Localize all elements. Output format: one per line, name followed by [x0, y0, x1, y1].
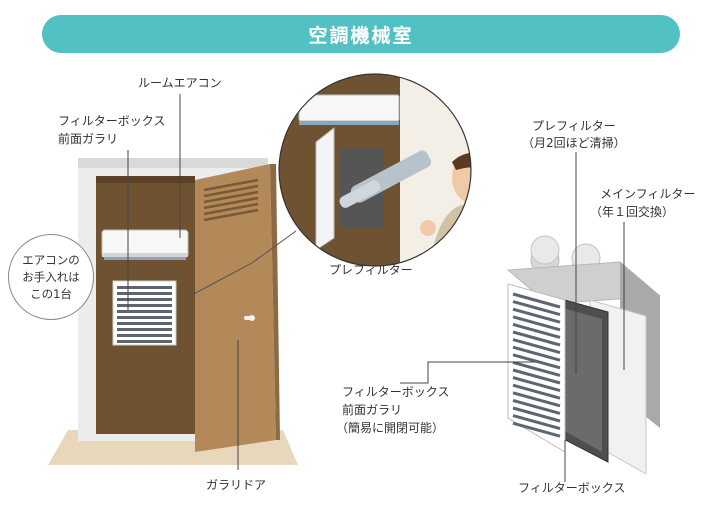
front-grille-slat	[512, 322, 561, 339]
leader-lines	[127, 94, 625, 482]
machine-room	[48, 158, 298, 465]
label-main-filter-2: （年１回交換）	[590, 205, 675, 219]
callout-bubble: エアコンの お手入れは この1台	[8, 234, 94, 320]
door-louver-slat	[203, 202, 259, 216]
room-aircon-unit	[101, 229, 189, 260]
grille-slat	[117, 334, 172, 337]
front-grille-slat	[512, 414, 561, 431]
grille-slat	[117, 304, 172, 307]
label-main-filter-1: メインフィルター	[600, 187, 696, 201]
zoom-circle-outline	[278, 73, 472, 267]
front-grille-slat	[512, 360, 561, 377]
label-filterbox-grille-1: フィルターボックス	[342, 385, 450, 399]
grille-slat	[117, 286, 172, 289]
front-grille-slat	[512, 406, 561, 423]
front-grille-slat	[512, 345, 561, 362]
label-filter-box: フィルターボックス	[518, 481, 626, 495]
door-louver-slat	[203, 196, 259, 210]
page-title: 空調機械室	[308, 24, 414, 47]
front-grille-slat	[512, 376, 561, 393]
title-banner: 空調機械室	[42, 15, 680, 53]
door-louver-slat	[203, 190, 259, 204]
label-pre-filter-zoom: プレフィルター	[329, 263, 413, 277]
front-grille-slat	[512, 300, 561, 317]
label-filterbox-grille-top-1: フィルターボックス	[58, 114, 166, 128]
grille-slat	[117, 310, 172, 313]
grille-slat	[117, 292, 172, 295]
front-grille-slat	[512, 338, 561, 355]
callout-line-3: この1台	[30, 286, 72, 301]
door-louver-slat	[203, 208, 259, 222]
front-grille-slat	[512, 307, 561, 324]
front-grille-slat	[512, 330, 561, 347]
grille-slat	[117, 298, 172, 301]
grille-slat	[117, 322, 172, 325]
label-filterbox-grille-top-2: 前面ガラリ	[58, 132, 119, 146]
label-louver-door: ガラリドア	[206, 478, 267, 492]
label-filterbox-grille-2: 前面ガラリ	[342, 403, 403, 417]
front-grille-slat	[512, 353, 561, 370]
callout-line-2: お手入れは	[22, 269, 80, 284]
front-grille-slat	[512, 292, 561, 309]
label-room-aircon: ルームエアコン	[138, 76, 222, 90]
front-grille-slat	[512, 315, 561, 332]
zoom-detail	[279, 74, 471, 266]
louver-door	[195, 164, 280, 452]
front-grille-slat	[512, 398, 561, 415]
label-filterbox-grille-3: （簡易に開閉可能）	[336, 421, 445, 435]
front-grille-slat	[512, 421, 561, 438]
filter-box-grille-small	[112, 280, 177, 346]
grille-slat	[117, 340, 172, 343]
grille-slat	[117, 316, 172, 319]
label-pre-filter-2: （月2回ほど清掃）	[522, 136, 626, 150]
front-grille-slat	[512, 391, 561, 408]
door-louver-slat	[203, 184, 259, 198]
filter-box-illustration	[506, 235, 662, 475]
front-grille-slat	[512, 383, 561, 400]
grille-slat	[117, 328, 172, 331]
front-grille-slat	[512, 368, 561, 385]
label-pre-filter-1: プレフィルター	[532, 119, 616, 133]
callout-line-1: エアコンの	[22, 252, 80, 267]
door-louver-slat	[203, 178, 259, 192]
